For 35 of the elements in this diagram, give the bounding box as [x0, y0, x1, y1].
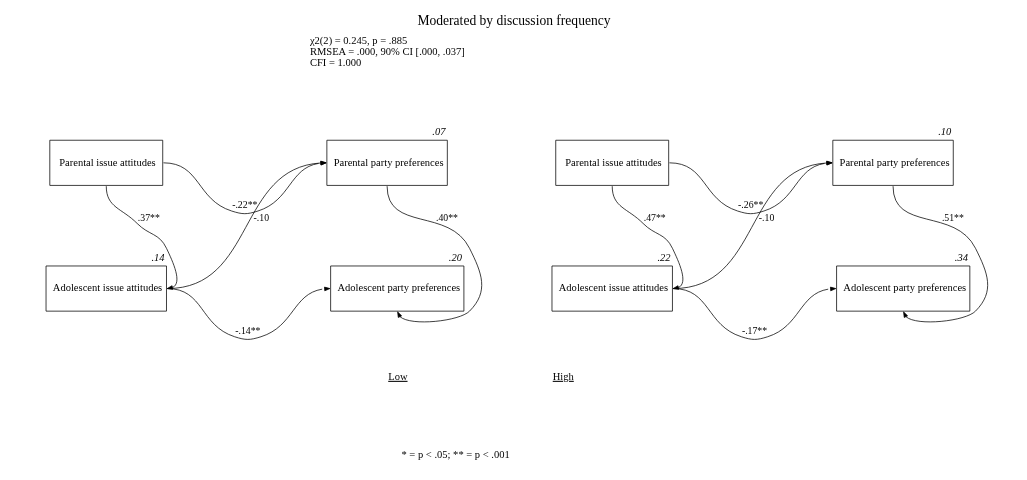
edge-label: .51** [941, 211, 964, 223]
node-box: Parental issue attitudes [554, 139, 669, 186]
node-label: .14 [150, 251, 165, 263]
node-box: Adolescent party preferences [329, 265, 464, 312]
node-label: .10 [937, 126, 951, 138]
label: Low [387, 370, 408, 382]
node-label: .07 [431, 126, 445, 138]
edge-label: -.22** [231, 199, 257, 211]
edge-label: .40** [435, 211, 458, 223]
label: RMSEA = .000, 90% CI [.000, .037] [309, 45, 465, 57]
diagram-title: Moderated by discussion frequency [417, 12, 610, 28]
edge-label: -.17** [741, 325, 767, 337]
edge-label: -.10 [253, 211, 269, 223]
node-box: Parental party preferences [831, 139, 954, 186]
edge-label: -.26** [737, 199, 763, 211]
arrow [611, 185, 683, 290]
arrow [166, 286, 330, 340]
edge-label: -.14** [234, 325, 260, 337]
arrow [105, 185, 177, 290]
edge-label: .47** [643, 211, 666, 223]
node-box: Parental party preferences [326, 139, 448, 186]
arrow [672, 286, 836, 340]
edge-label: .37** [137, 211, 160, 223]
label: χ2(2) = 0.245, p = .885 [309, 34, 407, 46]
node-label: .34 [954, 251, 968, 263]
node-box: Parental issue attitudes [48, 139, 163, 186]
label: High [552, 370, 574, 382]
node-box: Adolescent issue attitudes [45, 265, 167, 312]
node-label: .20 [448, 251, 462, 263]
label: * = p < .05; ** = p < .001 [400, 449, 510, 461]
node-label: .22 [656, 251, 671, 263]
edge-label: -.10 [758, 211, 774, 223]
node-box: Adolescent issue attitudes [551, 265, 673, 312]
node-box: Adolescent party preferences [835, 265, 970, 312]
label: CFI = 1.000 [309, 57, 361, 69]
